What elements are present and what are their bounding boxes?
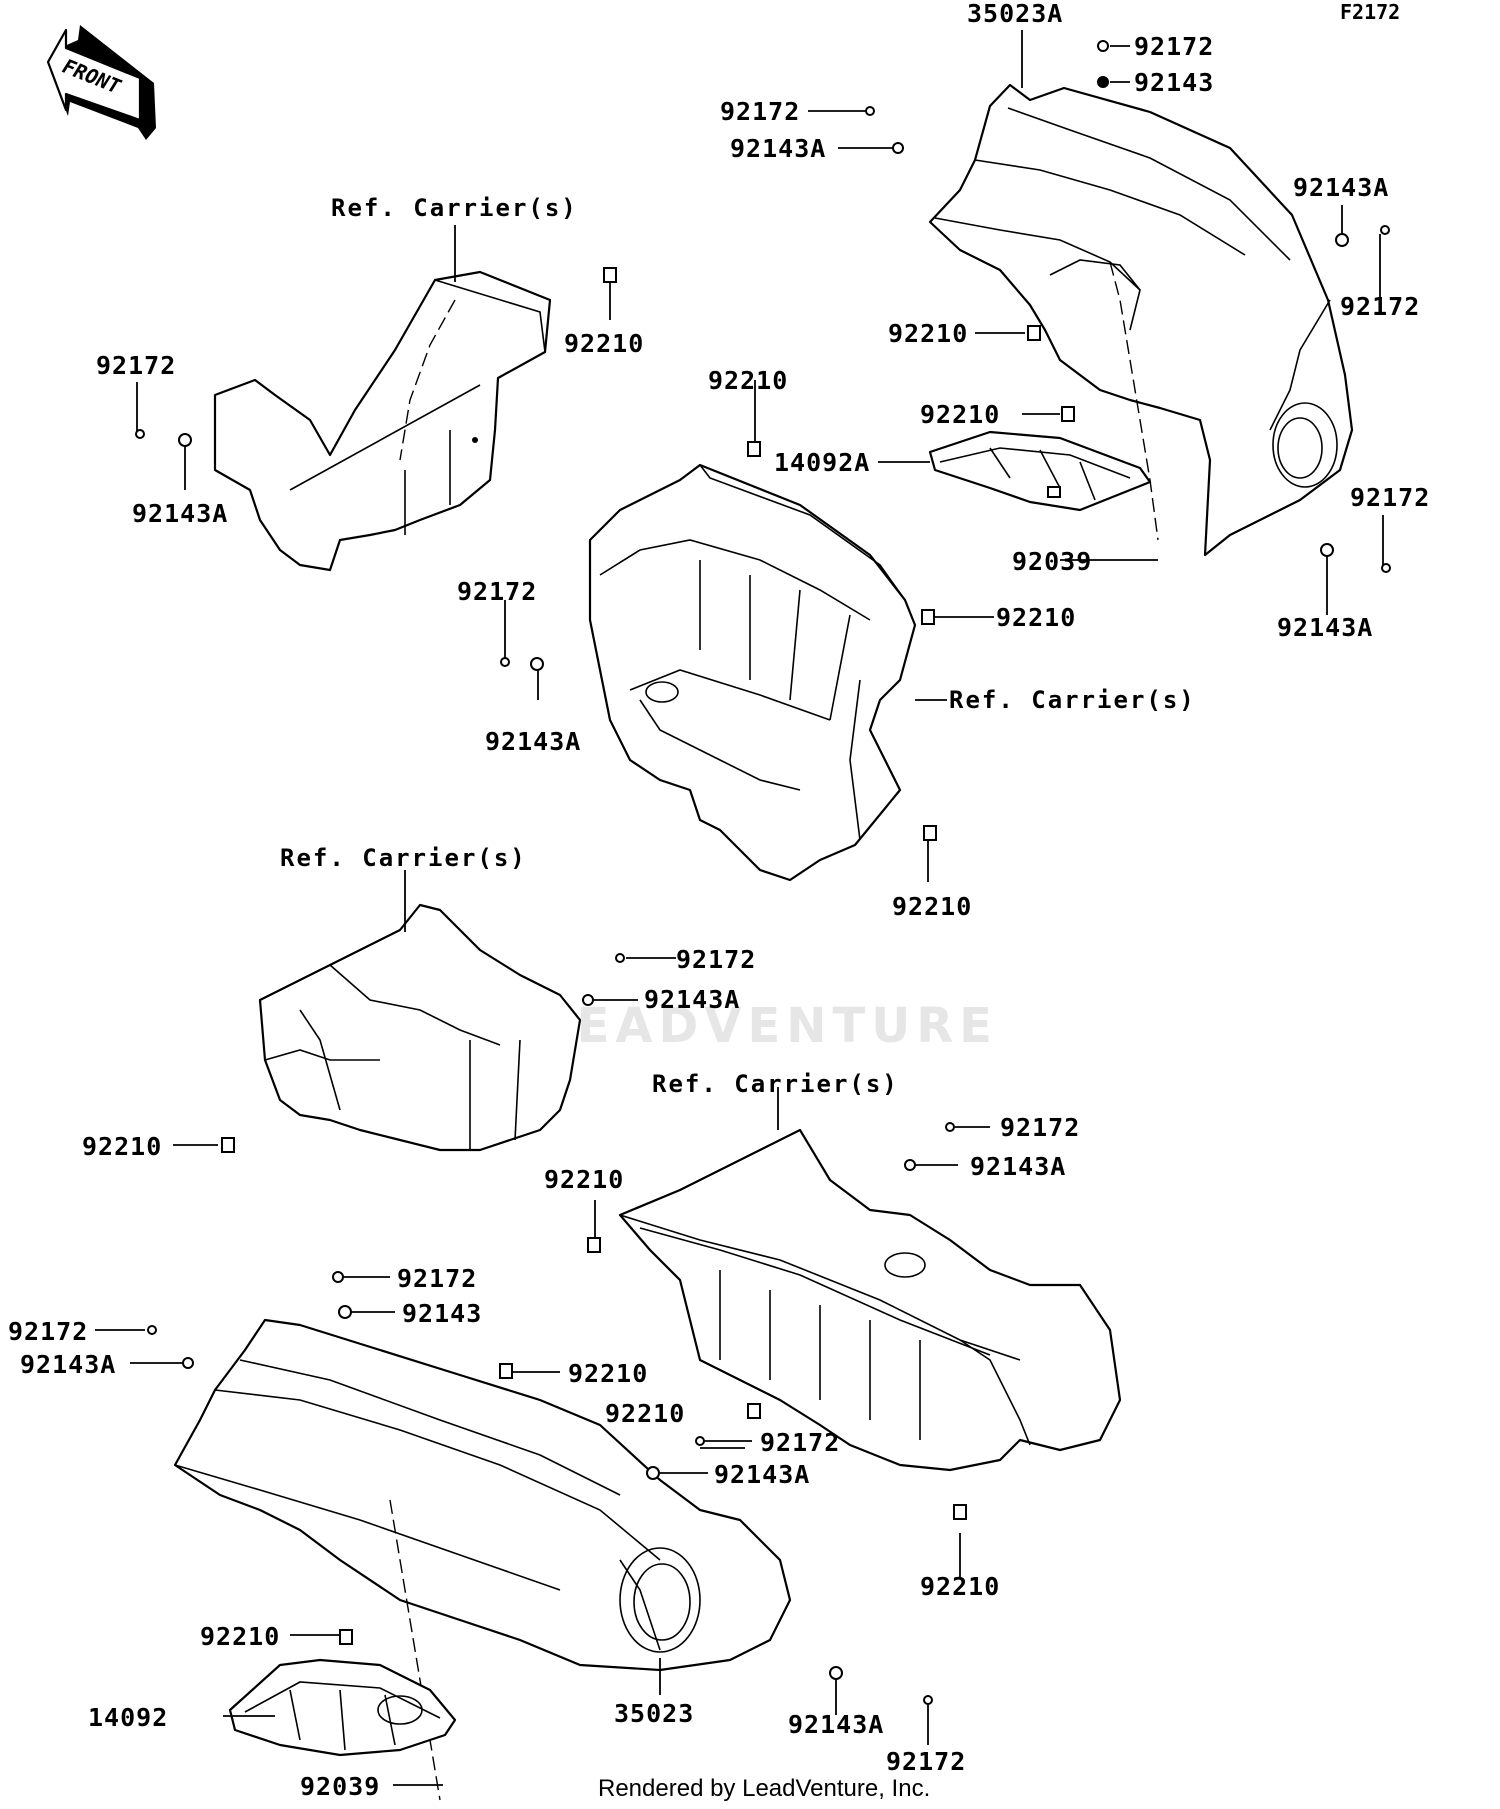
label-92143: 92143 bbox=[402, 1299, 482, 1328]
label-92210: 92210 bbox=[564, 329, 644, 358]
mudguard-14092 bbox=[228, 1658, 457, 1757]
leader-lines bbox=[95, 30, 1384, 1786]
clip-icon bbox=[747, 441, 761, 457]
bolt-icon bbox=[332, 1271, 344, 1283]
clip-icon bbox=[339, 1629, 353, 1645]
figure-code: F2172 bbox=[1340, 0, 1400, 24]
label-ref-carrier: Ref. Carrier(s) bbox=[652, 1070, 899, 1098]
carrier-center bbox=[588, 463, 917, 882]
label-35023a: 35023A bbox=[967, 0, 1063, 28]
label-92143a: 92143A bbox=[644, 985, 740, 1014]
clip-icon bbox=[747, 1403, 761, 1419]
label-92143a: 92143A bbox=[1293, 173, 1389, 202]
label-92143a: 92143A bbox=[714, 1460, 810, 1489]
label-92143a: 92143A bbox=[970, 1152, 1066, 1181]
mudguard-14092a bbox=[928, 430, 1152, 512]
label-14092: 14092 bbox=[88, 1703, 168, 1732]
bolt-icon bbox=[923, 1695, 933, 1705]
nut-icon bbox=[1320, 543, 1334, 557]
label-92172: 92172 bbox=[720, 97, 800, 126]
nut-icon bbox=[904, 1159, 916, 1171]
label-35023: 35023 bbox=[614, 1699, 694, 1728]
bolt-icon bbox=[695, 1436, 705, 1446]
label-92210: 92210 bbox=[892, 892, 972, 921]
nut-icon bbox=[1097, 76, 1109, 88]
bolt-icon bbox=[865, 106, 875, 116]
label-92143a: 92143A bbox=[730, 134, 826, 163]
front-arrow-icon: FRONT bbox=[46, 25, 156, 140]
part-labels: 35023A 92172 92143 92172 92143A 92143A 9… bbox=[8, 0, 1430, 1801]
label-ref-carrier: Ref. Carrier(s) bbox=[949, 686, 1196, 714]
label-92143a: 92143A bbox=[485, 727, 581, 756]
clip-icon bbox=[603, 267, 617, 283]
clip-icon bbox=[587, 1237, 601, 1253]
nut-icon bbox=[829, 1666, 843, 1680]
nut-icon bbox=[338, 1305, 352, 1319]
bolt-icon bbox=[147, 1325, 157, 1335]
watermark-text: LEADVENTURE bbox=[540, 998, 998, 1054]
label-92210: 92210 bbox=[544, 1165, 624, 1194]
clip-icon bbox=[1027, 325, 1041, 341]
label-92210: 92210 bbox=[82, 1132, 162, 1161]
rear-fender-35023a bbox=[928, 83, 1354, 557]
label-92039: 92039 bbox=[300, 1772, 380, 1801]
label-92210: 92210 bbox=[568, 1359, 648, 1388]
footer-credit: Rendered by LeadVenture, Inc. bbox=[598, 1775, 930, 1802]
label-92039: 92039 bbox=[1012, 547, 1092, 576]
clip-icon bbox=[953, 1504, 967, 1520]
bolt-icon bbox=[1380, 225, 1390, 235]
label-92143: 92143 bbox=[1134, 68, 1214, 97]
label-92172: 92172 bbox=[397, 1264, 477, 1293]
clip-icon bbox=[923, 825, 937, 841]
nut-icon bbox=[178, 433, 192, 447]
label-92172: 92172 bbox=[760, 1428, 840, 1457]
bolt-icon bbox=[500, 657, 510, 667]
bolt-icon bbox=[135, 429, 145, 439]
label-92172: 92172 bbox=[1350, 483, 1430, 512]
label-92143a: 92143A bbox=[1277, 613, 1373, 642]
label-92172: 92172 bbox=[886, 1747, 966, 1776]
label-92143a: 92143A bbox=[20, 1350, 116, 1379]
label-92172: 92172 bbox=[8, 1317, 88, 1346]
carrier-upper-left bbox=[213, 270, 552, 572]
nut-icon bbox=[892, 142, 904, 154]
carrier-middle-left bbox=[258, 903, 582, 1152]
nut-icon bbox=[646, 1466, 660, 1480]
label-92210: 92210 bbox=[920, 400, 1000, 429]
clip-icon bbox=[499, 1363, 513, 1379]
label-ref-carrier: Ref. Carrier(s) bbox=[280, 844, 527, 872]
label-92172: 92172 bbox=[676, 945, 756, 974]
rear-fender-35023 bbox=[173, 1318, 792, 1801]
clip-icon bbox=[921, 609, 935, 625]
label-92172: 92172 bbox=[457, 577, 537, 606]
hardware bbox=[135, 40, 1391, 1705]
label-92172: 92172 bbox=[1134, 32, 1214, 61]
clip-icon bbox=[221, 1137, 235, 1153]
label-92210: 92210 bbox=[920, 1572, 1000, 1601]
nut-icon bbox=[1335, 233, 1349, 247]
bolt-icon bbox=[1097, 40, 1109, 52]
label-14092a: 14092A bbox=[774, 448, 870, 477]
label-92210: 92210 bbox=[605, 1399, 685, 1428]
clip-icon bbox=[1061, 406, 1075, 422]
nut-icon bbox=[582, 994, 594, 1006]
label-92172: 92172 bbox=[1340, 292, 1420, 321]
label-92143a: 92143A bbox=[788, 1710, 884, 1739]
label-92210: 92210 bbox=[200, 1622, 280, 1651]
bolt-icon bbox=[945, 1122, 955, 1132]
nut-icon bbox=[530, 657, 544, 671]
carrier-lower-right bbox=[618, 1128, 1122, 1472]
label-92210: 92210 bbox=[888, 319, 968, 348]
label-ref-carrier: Ref. Carrier(s) bbox=[331, 194, 578, 222]
label-92172: 92172 bbox=[1000, 1113, 1080, 1142]
label-92210: 92210 bbox=[996, 603, 1076, 632]
bolt-icon bbox=[615, 953, 625, 963]
bolt-icon bbox=[1381, 563, 1391, 573]
label-92210: 92210 bbox=[708, 366, 788, 395]
nut-icon bbox=[182, 1357, 194, 1369]
label-92143a: 92143A bbox=[132, 499, 228, 528]
label-92172: 92172 bbox=[96, 351, 176, 380]
